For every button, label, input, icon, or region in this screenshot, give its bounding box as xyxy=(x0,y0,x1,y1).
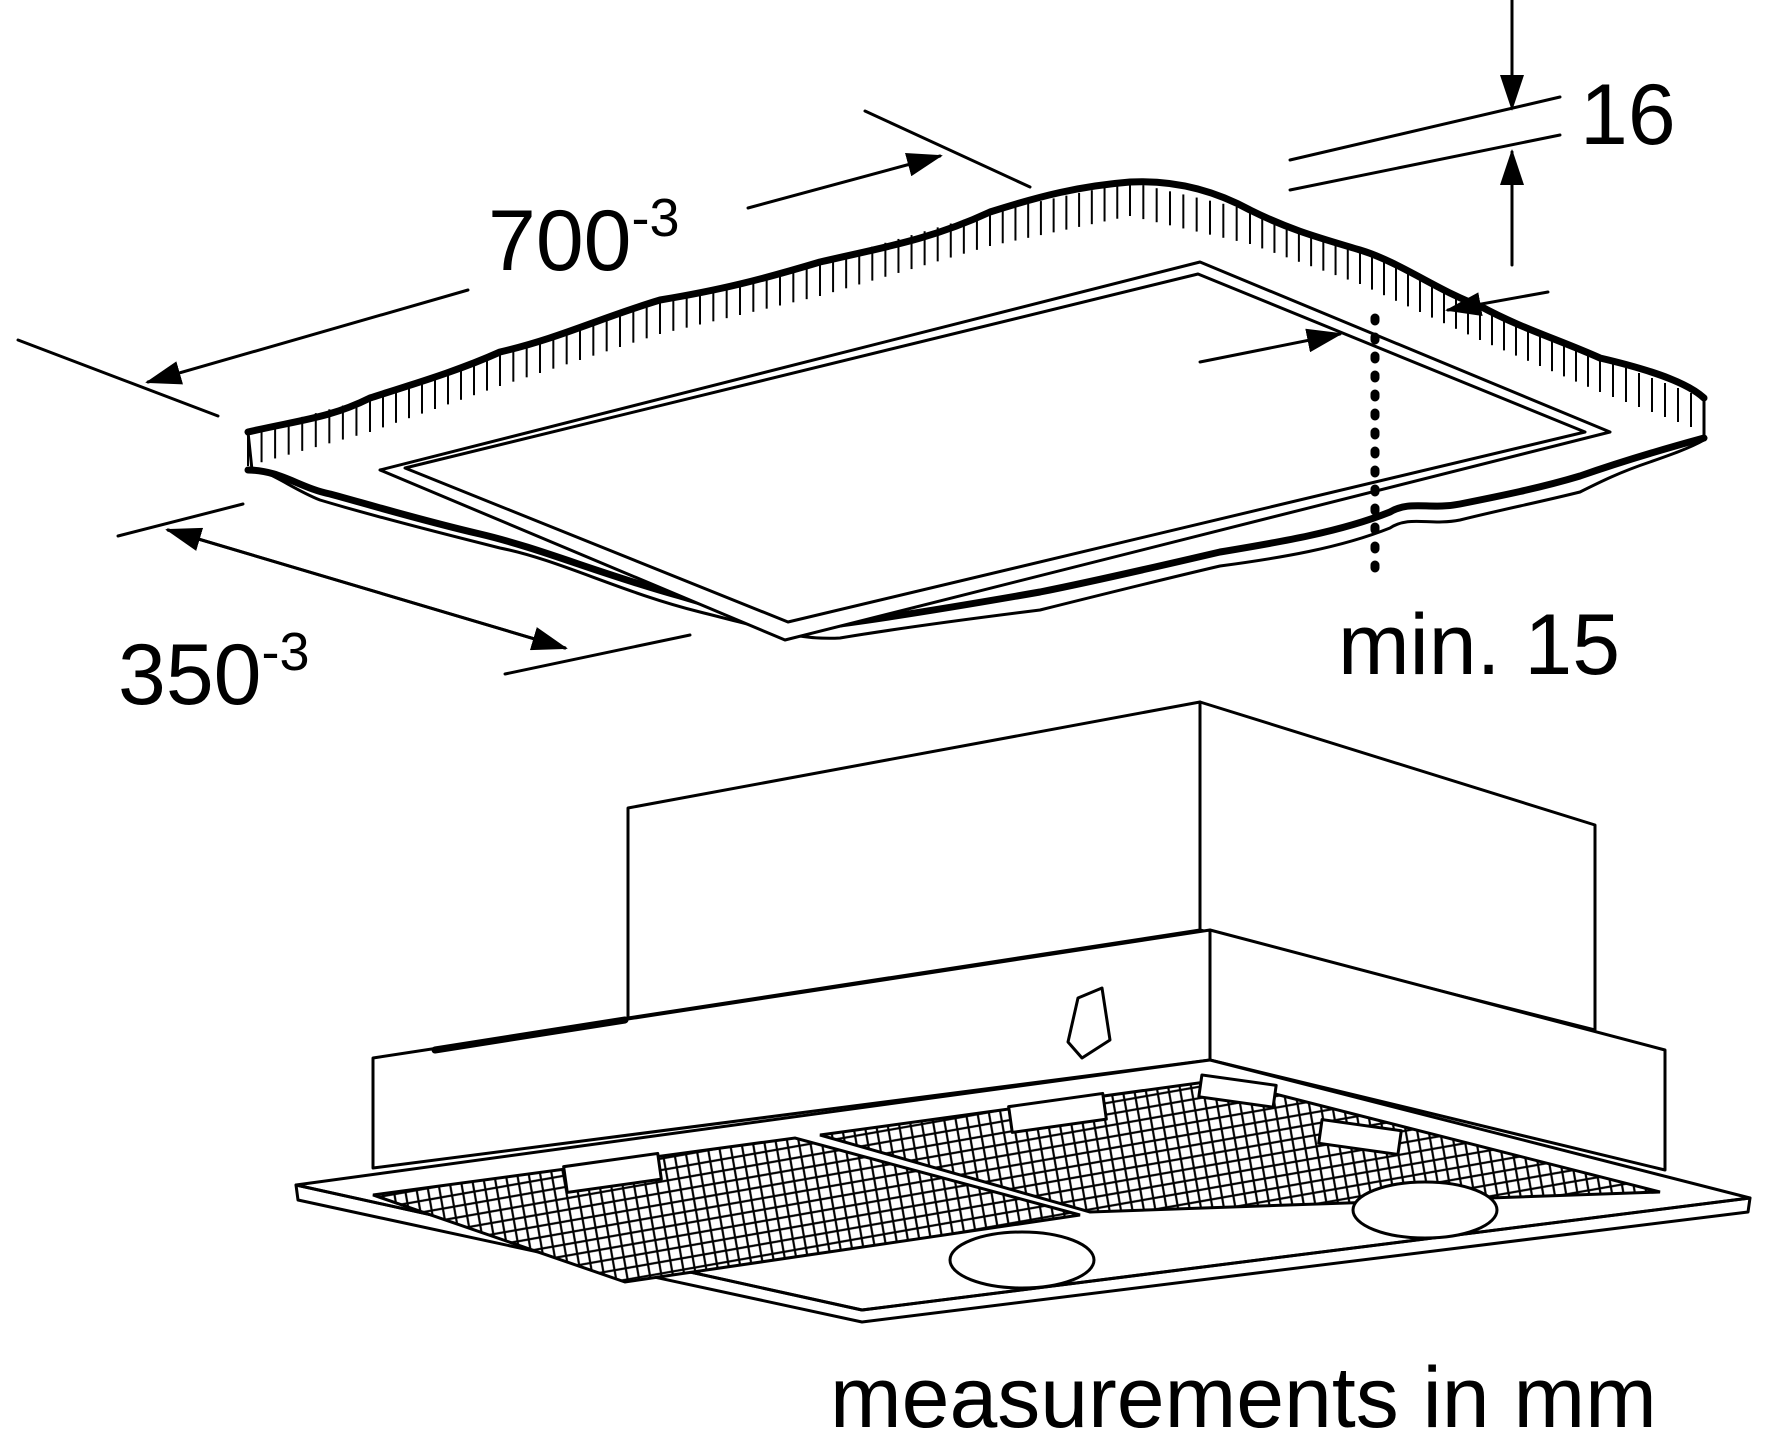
dimension-16-label: 16 xyxy=(1580,67,1676,163)
mounting-bracket xyxy=(1066,986,1112,1060)
hood-light-right xyxy=(1351,1180,1499,1240)
dimension-16 xyxy=(1288,0,1562,267)
ceiling-cutout xyxy=(244,178,1708,642)
dimension-350 xyxy=(116,502,692,676)
hood-light-left xyxy=(948,1230,1096,1290)
width-tolerance: -3 xyxy=(631,188,680,248)
depth-value: 350 xyxy=(118,627,262,723)
filter-latch-1 xyxy=(562,1151,663,1194)
filter-latch-4 xyxy=(1197,1073,1278,1109)
filter-latch-2 xyxy=(1007,1091,1108,1134)
hood-collar-side xyxy=(1208,928,1667,1172)
cutout-inner-outline xyxy=(244,434,1708,629)
cutout-panel xyxy=(378,260,1612,642)
units-note: measurements in mm xyxy=(830,1350,1657,1446)
dimension-700-label: 700-3 xyxy=(488,191,680,284)
cutout-panel-inner xyxy=(403,272,1587,624)
dimension-700 xyxy=(16,109,1032,418)
dimension-min15 xyxy=(1198,290,1550,364)
width-value: 700 xyxy=(488,193,632,289)
depth-tolerance: -3 xyxy=(261,622,310,682)
dimension-min15-label: min. 15 xyxy=(1338,597,1621,693)
hood-appliance xyxy=(294,700,1752,1324)
dimension-350-label: 350-3 xyxy=(118,625,310,718)
filter-latch-3 xyxy=(1317,1118,1403,1156)
